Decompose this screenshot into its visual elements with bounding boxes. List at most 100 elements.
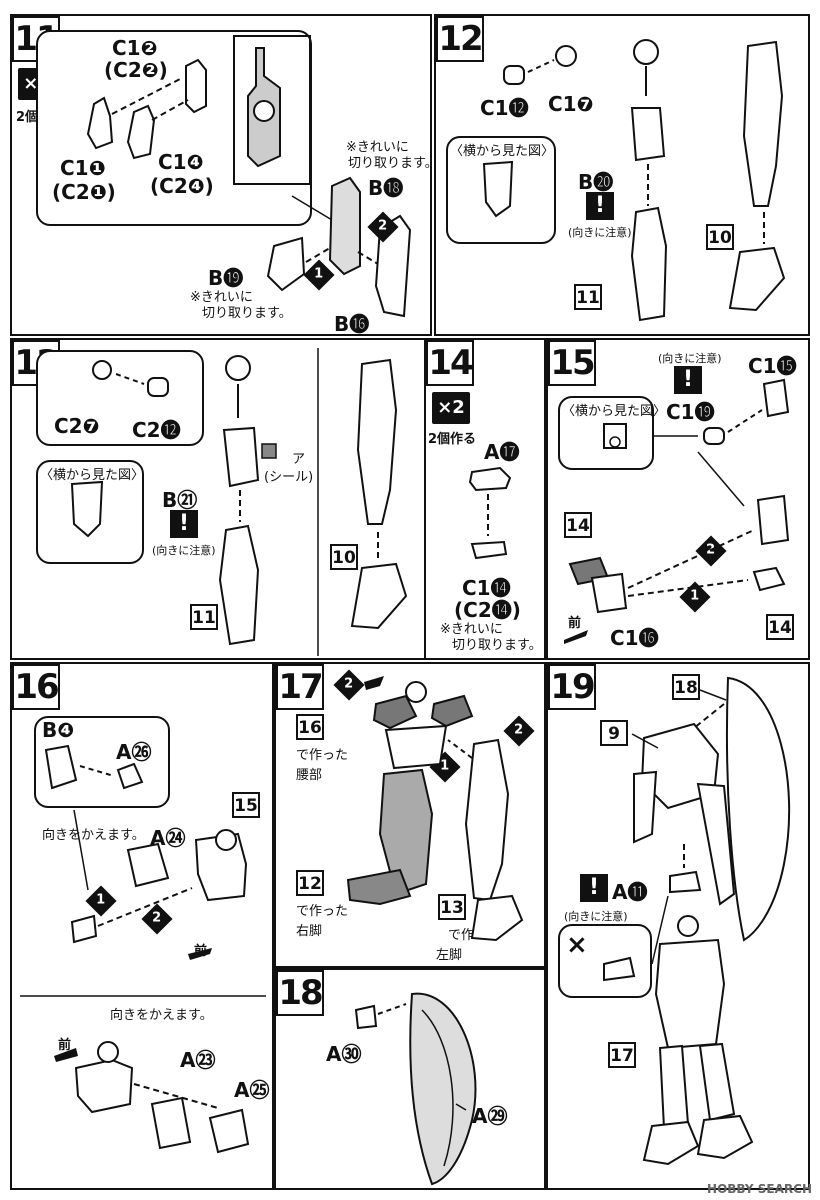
warning-icon: ! [170, 510, 198, 538]
warning-text: (向きに注意) [658, 352, 722, 365]
part-label: C1⓬ [480, 96, 529, 120]
note-text: 切り取ります。 [452, 638, 542, 653]
parts-drawing [482, 39, 786, 322]
part-label: C1⓮ [462, 576, 511, 600]
step-14-panel: 14 ×2 2個作る A⓱ C1⓮ (C2⓮) ※きれいに 切り取ります。 [424, 338, 546, 660]
instruction-text: 向きをかえます。 [42, 828, 145, 843]
ref-box: 9 [600, 720, 628, 746]
part-label: B⓴ [578, 170, 614, 194]
ref-box: 14 [766, 614, 794, 640]
step-15-panel: 15 (向きに注意) ! C1⓳ C1⓯ 〈横から見た図〉 14 2 1 14 … [546, 338, 810, 660]
seal-label: ア [292, 452, 306, 467]
ref-box: 13 [438, 894, 466, 920]
note-text: ※きれいに [440, 622, 503, 637]
ref-box: 14 [564, 512, 592, 538]
part-label: A㉖ [116, 740, 152, 764]
step-number: 15 [548, 340, 596, 386]
part-label: B⓰ [334, 312, 370, 336]
part-label: C2❼ [54, 414, 100, 438]
part-label: (C2❹) [150, 174, 214, 198]
part-name: 腰部 [296, 768, 323, 783]
part-label: A㉕ [234, 1078, 270, 1102]
seal-text: (シール) [264, 470, 314, 485]
parts-drawing [354, 992, 477, 1186]
step-number: 17 [276, 664, 324, 710]
warning-text: (向きに注意) [568, 226, 632, 239]
part-label: C1⓯ [748, 354, 797, 378]
part-name: 右脚 [296, 924, 323, 939]
side-view-caption: 〈横から見た図〉 [40, 468, 145, 483]
front-label: 前 [568, 616, 582, 631]
part-label: C1⓳ [666, 400, 715, 424]
ref-box: 11 [574, 284, 602, 310]
part-label: B㉑ [162, 488, 198, 512]
part-label: (C2❷) [104, 58, 168, 82]
ref-box: 10 [330, 544, 358, 570]
ref-box: 17 [608, 1042, 636, 1068]
count-badge: ×2 [432, 392, 470, 424]
step-number: 14 [426, 340, 474, 386]
warning-icon: ! [674, 366, 702, 394]
part-label: A㉙ [472, 1104, 508, 1128]
part-label: C1❶ [60, 156, 106, 180]
side-view-caption: 〈横から見た図〉 [562, 404, 667, 419]
step-18-panel: 18 A㉚ A㉙ [274, 968, 546, 1190]
note-text: 切り取ります。 [348, 156, 438, 171]
instruction-text: 向きをかえます。 [110, 1008, 213, 1023]
step-13-panel: 13 C2❼ C2⓬ 〈横から見た図〉 B㉑ ! (向きに注意) ア (シール)… [10, 338, 430, 660]
parts-drawing [70, 348, 408, 656]
wrong-example-subpanel [558, 924, 652, 998]
part-label: C1⓰ [610, 626, 659, 650]
step-number: 19 [548, 664, 596, 710]
part-label: C2⓬ [132, 418, 181, 442]
note-text: ※きれいに [346, 140, 409, 155]
warning-icon: ! [586, 192, 614, 220]
count-note: 2個作る [428, 432, 477, 447]
part-label: C1❹ [158, 150, 204, 174]
watermark: HOBBY SEARCH [707, 1182, 812, 1196]
part-label: B⓳ [208, 266, 244, 290]
part-label: A⓫ [612, 880, 648, 904]
step-12-panel: 12 C1⓬ C1❼ 〈横から見た図〉 B⓴ ! (向きに注意) 10 11 [434, 14, 810, 336]
ref-box: 18 [672, 674, 700, 700]
ref-box: 12 [296, 870, 324, 896]
warning-text: (向きに注意) [564, 910, 628, 923]
warning-icon: ! [580, 874, 608, 902]
parts-drawing [20, 744, 266, 1154]
parts-drawing [346, 676, 524, 942]
side-view-caption: 〈横から見た図〉 [450, 144, 555, 159]
ref-box: 16 [296, 714, 324, 740]
ref-box: 10 [706, 224, 734, 250]
part-name: 左脚 [436, 948, 463, 963]
made-with-text: で作った [296, 904, 349, 919]
step-number: 12 [436, 16, 484, 62]
part-label: B❹ [42, 718, 75, 742]
part-label: A⓱ [484, 440, 520, 464]
step-number: 18 [276, 970, 324, 1016]
part-label: (C2⓮) [454, 598, 521, 622]
step-17-panel: 17 2 2 1 16 で作った 腰部 12 で作った 右脚 13 で作った 左… [274, 662, 546, 968]
parts-drawing [468, 466, 512, 560]
part-label: A㉚ [326, 1042, 362, 1066]
part-label: B⓲ [368, 176, 404, 200]
detail-subpanel [36, 350, 204, 446]
made-with-text: で作った [296, 748, 349, 763]
front-label: 前 [58, 1038, 72, 1053]
part-label: C1❷ [112, 36, 158, 60]
note-text: ※きれいに [190, 290, 253, 305]
ref-box: 11 [190, 604, 218, 630]
step-11-panel: 11 ×2 2個作る C1❷ (C2❷) C1❶ (C2❶) C1❹ (C2❹) [10, 14, 438, 336]
step-number: 16 [12, 664, 60, 710]
part-label: A㉓ [180, 1048, 216, 1072]
cross-mark: × [566, 930, 588, 960]
part-label: C1❼ [548, 92, 594, 116]
step-16-panel: 16 B❹ A㉖ 向きをかえます。 A㉔ 15 1 2 前 向きをかえます。 前… [10, 662, 274, 1190]
note-text: 切り取ります。 [202, 306, 292, 321]
parts-drawing [603, 676, 791, 1166]
parts-drawing [564, 378, 790, 644]
warning-text: (向きに注意) [152, 544, 216, 557]
step-19-panel: 19 18 9 ! A⓫ (向きに注意) × 17 [546, 662, 810, 1190]
part-label: (C2❶) [52, 180, 116, 204]
ref-box: 15 [232, 792, 260, 818]
